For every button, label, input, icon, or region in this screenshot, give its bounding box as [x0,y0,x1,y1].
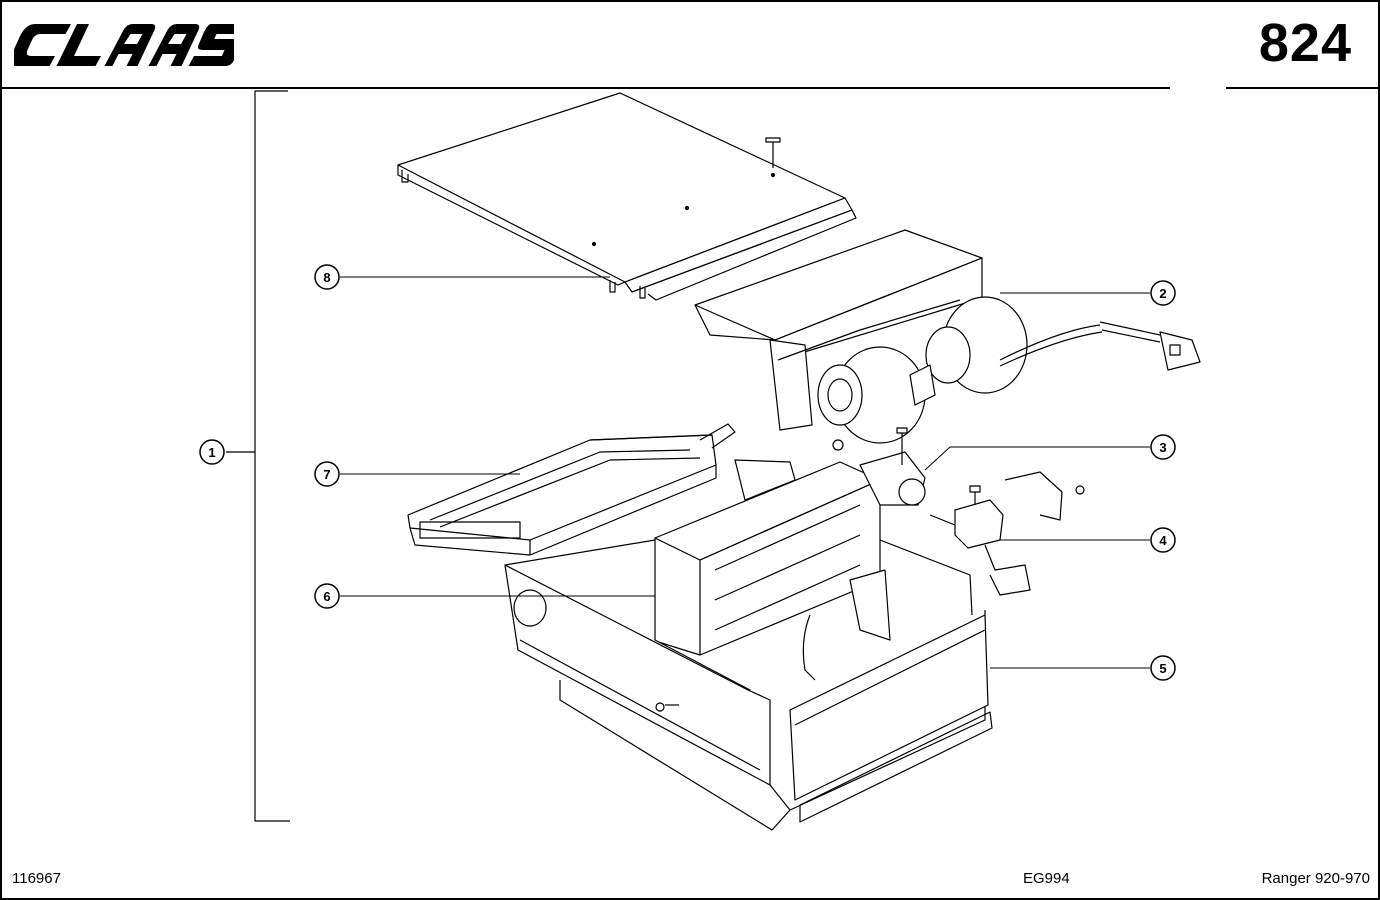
callout-1-label: 1 [208,445,215,460]
footer-model: Ranger 920-970 [1261,870,1370,887]
callout-4-label: 4 [1159,533,1167,548]
page-number: 824 [1258,13,1352,73]
header-divider-gap [1170,84,1226,92]
callout-8-label: 8 [323,270,330,285]
callout-7: 7 [314,461,340,487]
callout-3-label: 3 [1159,440,1166,455]
part-heater-core [407,423,736,556]
callout-5: 5 [1150,655,1176,681]
leader-lines [340,276,1150,669]
header-divider [0,87,1380,89]
part-cover-plate [397,92,857,301]
part-evaporator [651,459,881,656]
claas-logo [14,24,234,66]
callout-3: 3 [1150,434,1176,460]
callout-5-label: 5 [1159,661,1166,676]
callout-6-label: 6 [323,589,330,604]
callout-2: 2 [1150,280,1176,306]
callout-7-label: 7 [323,467,330,482]
part-motor [832,427,926,506]
footer-part-number: 116967 [12,870,61,887]
callout-6: 6 [314,583,340,609]
callout-1: 1 [199,439,225,465]
footer-code: EG994 [1023,870,1070,887]
part-housing [504,539,993,831]
part-switch [929,471,1085,596]
part-blower-assembly [694,229,1201,444]
callout-2-label: 2 [1159,286,1166,301]
callout-4: 4 [1150,527,1176,553]
assembly-bracket [226,90,290,822]
callout-8: 8 [314,264,340,290]
